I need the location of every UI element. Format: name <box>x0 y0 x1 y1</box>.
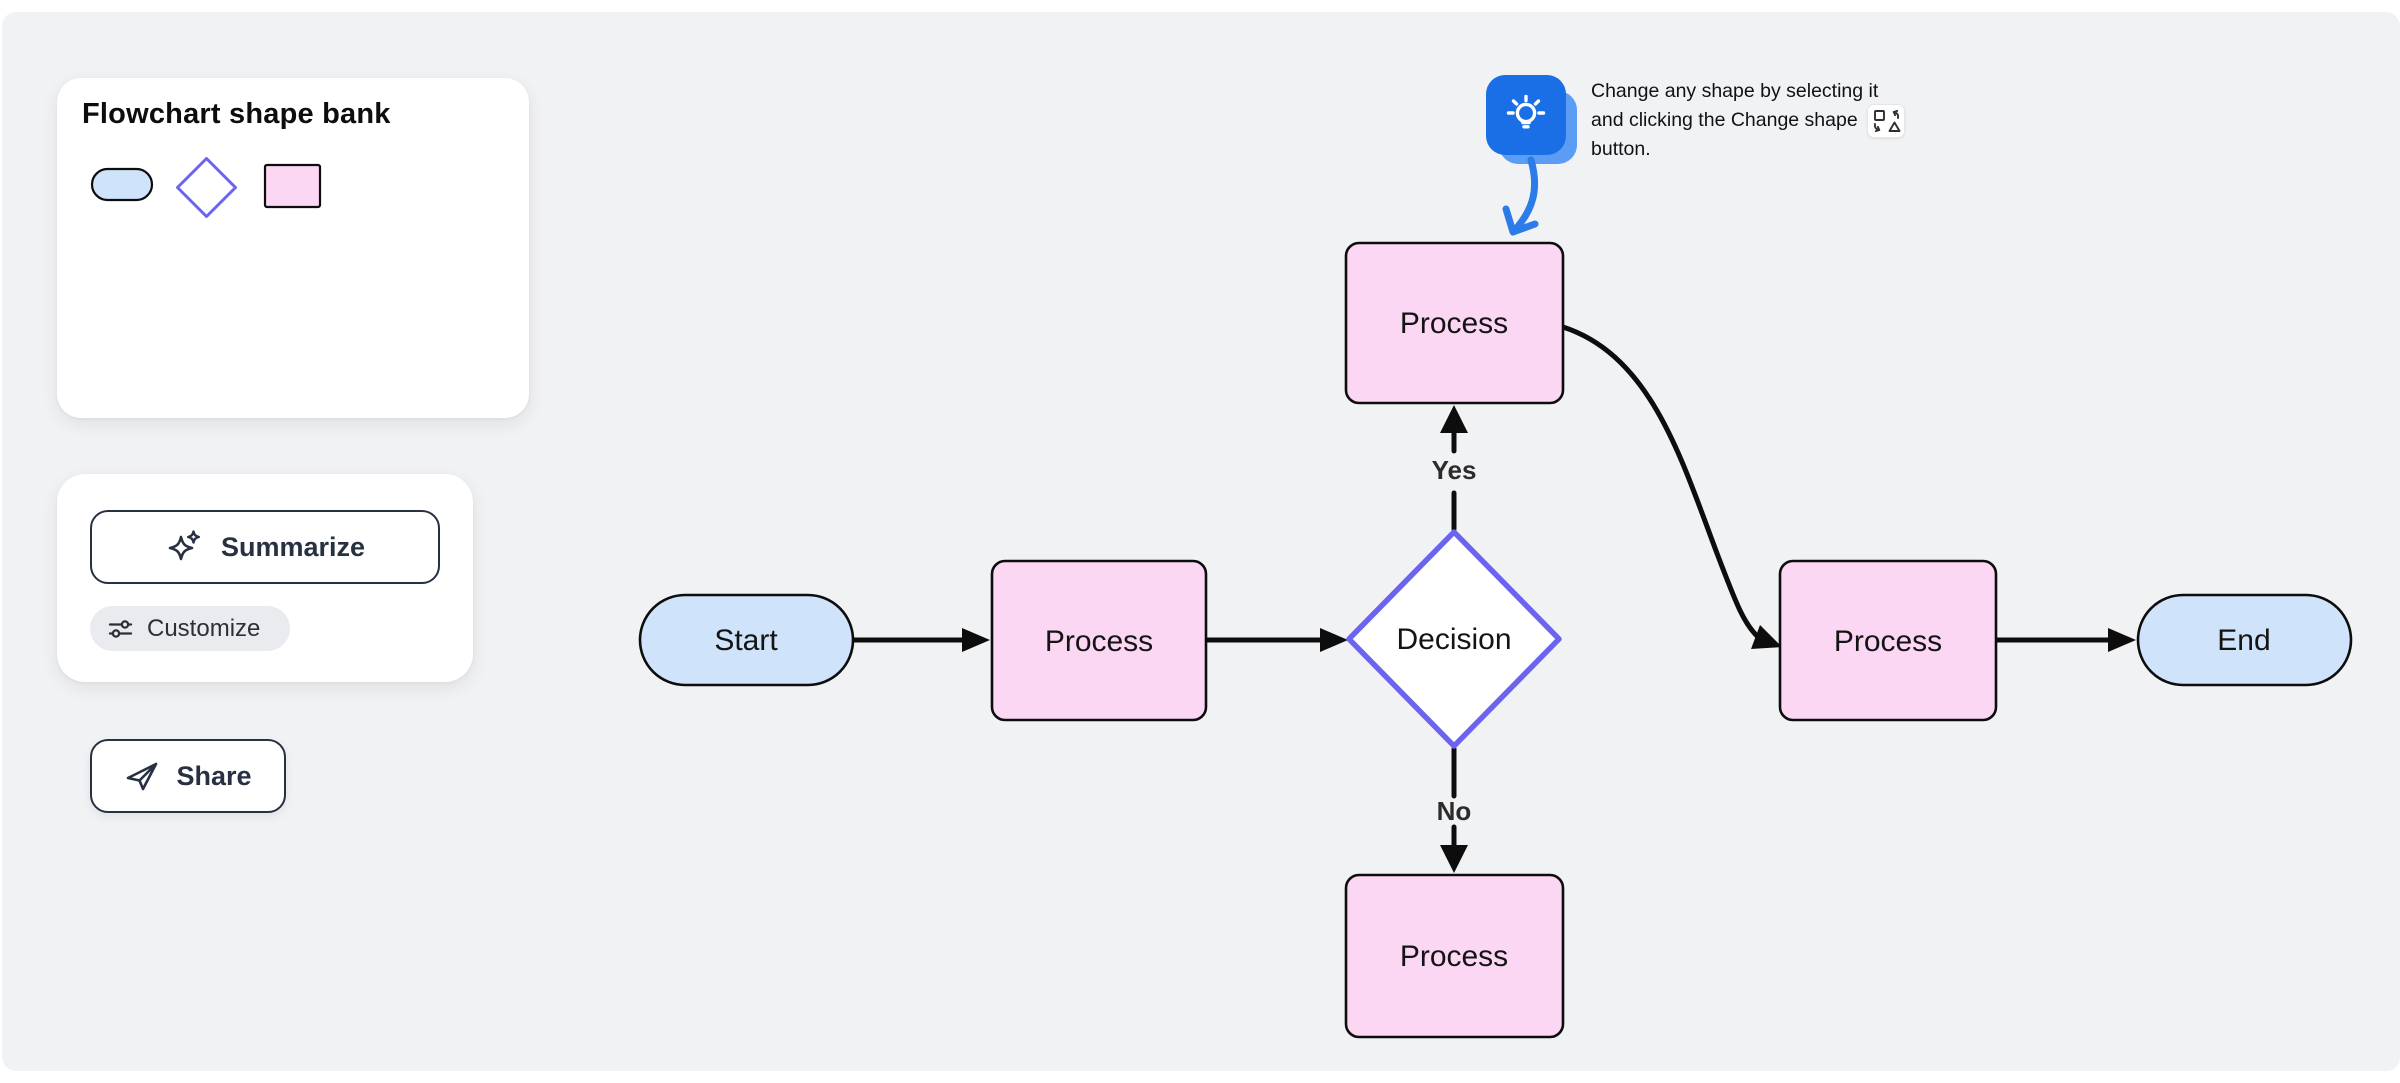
whiteboard-canvas[interactable]: Start Process Decision Process Process P… <box>2 12 2400 1071</box>
edge-label-yes: Yes <box>1432 455 1477 485</box>
tip-text: Change any shape by selecting it and cli… <box>1591 80 1931 161</box>
node-label-process-yes: Process <box>1400 307 1508 340</box>
connector-processyes-processright[interactable] <box>1563 327 1757 636</box>
bank-decision-shape[interactable] <box>178 159 236 217</box>
bank-terminator-shape[interactable] <box>92 169 152 200</box>
node-label-process-1: Process <box>1045 625 1153 658</box>
lightbulb-glyph <box>1502 91 1550 139</box>
node-label-decision: Decision <box>1396 623 1511 656</box>
tip-pointer-arrow <box>1462 147 1582 257</box>
node-label-start: Start <box>714 624 778 657</box>
arrowhead <box>2108 628 2136 652</box>
shape-bank-panel: Flowchart shape bank <box>57 78 529 418</box>
node-label-end: End <box>2217 624 2270 657</box>
node-label-process-no: Process <box>1400 940 1508 973</box>
share-button[interactable]: Share <box>90 739 286 813</box>
summarize-button[interactable]: Summarize <box>90 510 440 584</box>
arrowhead <box>1320 628 1348 652</box>
paper-plane-icon <box>124 758 161 795</box>
tip-line-2: and clicking the Change shape <box>1591 109 1858 133</box>
arrowhead <box>962 628 990 652</box>
shape-bank-shapes <box>81 154 381 238</box>
node-label-process-right: Process <box>1834 625 1942 658</box>
customize-label: Customize <box>147 615 260 643</box>
sparkles-icon <box>165 528 203 566</box>
customize-button[interactable]: Customize <box>90 606 290 651</box>
arrowhead <box>1751 625 1782 649</box>
share-label: Share <box>176 761 251 792</box>
change-shape-icon <box>1867 104 1905 138</box>
tip-line-1: Change any shape by selecting it <box>1591 80 1931 104</box>
ai-actions-card: Summarize Customize <box>57 474 473 682</box>
shape-bank-title: Flowchart shape bank <box>82 98 391 131</box>
arrowhead <box>1440 845 1468 873</box>
arrowhead <box>1440 405 1468 433</box>
edge-label-no: No <box>1437 796 1472 826</box>
tip-line-3: button. <box>1591 138 1931 162</box>
lightbulb-icon <box>1486 75 1566 155</box>
sliders-icon <box>107 615 134 642</box>
bank-process-shape[interactable] <box>265 165 320 207</box>
summarize-label: Summarize <box>221 532 365 563</box>
